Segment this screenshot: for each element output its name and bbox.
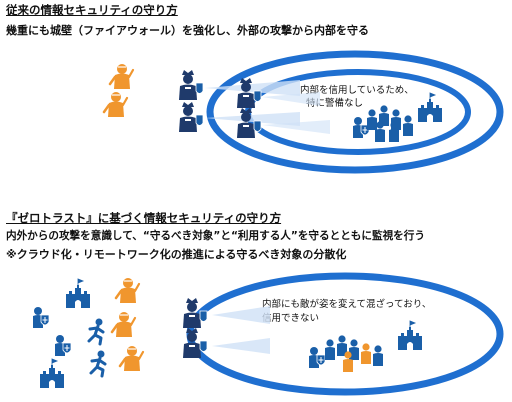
section2-inner-line-1: 内部にも敵が姿を変えて混ざっており、 [262, 299, 432, 310]
guard-icon [178, 69, 204, 101]
section2-heading: 『ゼロトラスト』に基づく情報セキュリティの守り方 [6, 211, 282, 225]
intruder-icon [118, 344, 145, 373]
section1-subtitle: 幾重にも城壁（ファイアウォール）を強化し、外部の攻撃から内部を守る [6, 24, 369, 37]
section2-inner-line-2: 信用できない [262, 313, 320, 324]
intruder-icon [114, 276, 141, 305]
castle-icon [65, 278, 91, 309]
shield-person-icon [54, 334, 72, 357]
guard-icon [178, 101, 204, 133]
section2-subtitle-2: ※クラウド化・リモートワーク化の推進による守るべき対象の分散化 [6, 248, 347, 261]
castle-icon [397, 320, 423, 351]
intruder-icon [102, 90, 129, 119]
section2-subtitle-1: 内外からの攻撃を意識して、“守るべき対象”と“利用する人”を守るとともに監視を行… [6, 230, 425, 242]
section2-rings [186, 272, 504, 396]
castle-icon [39, 358, 65, 389]
people-group-icon [308, 335, 383, 372]
guard-icon [236, 107, 262, 139]
guard-icon [182, 297, 208, 329]
section2-beams [212, 306, 270, 354]
section1-inner-line-2: 特に警備なし [306, 98, 364, 109]
guard-icon [236, 77, 262, 109]
people-group-icon [352, 105, 413, 142]
section1-heading: 従来の情報セキュリティの守り方 [6, 3, 178, 17]
intruder-icon [108, 62, 135, 91]
shield-person-icon [32, 306, 50, 329]
intruder-icon [110, 310, 137, 339]
running-attacker-icon [87, 317, 105, 346]
section1-inner-line-1: 内部を信用しているため、 [300, 85, 414, 96]
section1-beams [205, 80, 330, 134]
section1-rings [206, 50, 504, 174]
running-attacker-icon [89, 349, 107, 378]
castle-icon [417, 92, 443, 123]
